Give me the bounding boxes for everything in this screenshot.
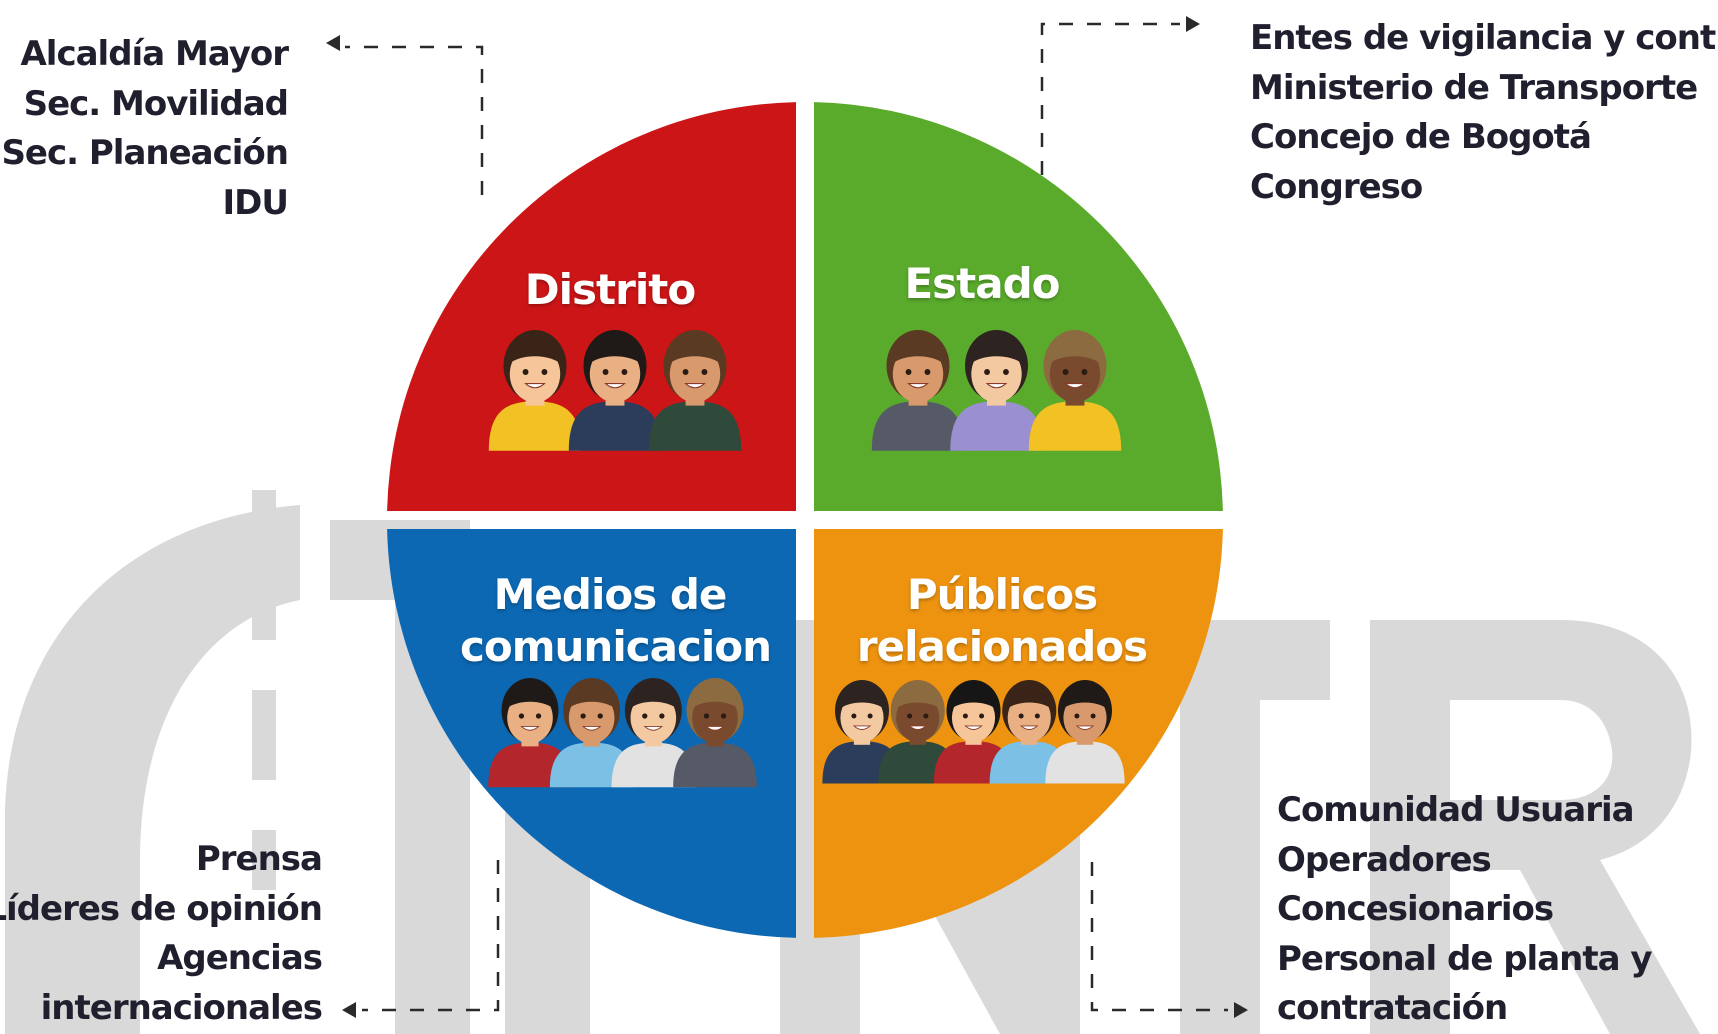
- group-item: contratación: [1277, 988, 1508, 1028]
- quadrant-title-line: comunicacion: [460, 622, 772, 671]
- person-avatar-icon: [549, 678, 634, 788]
- group-item: Entes de vigilancia y control: [1250, 18, 1718, 58]
- group-item: Alcaldía Mayor: [20, 34, 289, 74]
- group-item: Concejo de Bogotá: [1250, 117, 1592, 157]
- quadrant-title-line: Públicos: [906, 570, 1098, 619]
- group-item: Congreso: [1250, 166, 1423, 207]
- person-avatar-icon: [989, 680, 1069, 784]
- group-item: Personal de planta y: [1277, 938, 1653, 979]
- quadrant-title-estado: Estado: [832, 258, 1132, 310]
- quadrant-title-line: Medios de: [493, 570, 728, 619]
- person-avatar-icon: [568, 330, 662, 451]
- watermark-road-stripe: [252, 490, 276, 520]
- quadrant-title-line: Estado: [904, 259, 1060, 308]
- watermark-letter-r: [1370, 620, 1700, 1034]
- arrow-left-icon: [342, 1002, 356, 1018]
- connector-estado: [1040, 22, 1180, 175]
- arrow-left-icon: [326, 35, 340, 51]
- connector-distrito: [345, 45, 484, 195]
- connector-medios: [362, 860, 500, 1012]
- person-avatar-icon: [673, 678, 757, 788]
- watermark-arc-shape: [5, 505, 300, 1034]
- watermark-road-stripe: [252, 570, 276, 640]
- group-item: Ministerio de Transporte: [1250, 67, 1698, 108]
- quadrant-title-line: relacionados: [856, 622, 1148, 671]
- quadrant-title-distrito: Distrito: [460, 264, 760, 316]
- arrow-right-icon: [1234, 1002, 1248, 1018]
- person-avatar-icon: [648, 330, 742, 451]
- group-item: Comunidad Usuaria: [1277, 790, 1635, 830]
- person-avatar-icon: [488, 330, 582, 451]
- person-avatar-icon: [1045, 680, 1125, 784]
- watermark-road-stripe: [252, 830, 276, 890]
- person-avatar-icon: [950, 330, 1043, 451]
- group-item: internacionales: [40, 987, 323, 1028]
- group-item: Sec. Movilidad: [23, 83, 289, 124]
- group-item: Agencias: [157, 938, 323, 978]
- group-item: Líderes de opinión: [0, 888, 323, 929]
- quadrant-title-line: Distrito: [524, 265, 696, 314]
- group-item: Sec. Planeación: [1, 133, 289, 173]
- group-item: IDU: [222, 182, 289, 223]
- group-item: Operadores: [1277, 839, 1492, 880]
- person-avatar-icon: [871, 330, 965, 451]
- person-avatar-icon: [1028, 330, 1122, 451]
- group-list-publicos: Comunidad Usuaria Operadores Concesionar…: [1277, 786, 1653, 1034]
- arrow-right-icon: [1186, 16, 1200, 32]
- quadrant-title-medios: Medios de comunicacion: [460, 569, 772, 673]
- group-list-estado: Entes de vigilancia y control Ministerio…: [1250, 14, 1718, 212]
- connector-publicos: [1090, 862, 1228, 1012]
- watermark-letter-t-2: [1110, 620, 1330, 1034]
- group-item: Prensa: [195, 839, 323, 879]
- group-list-medios: Prensa Líderes de opinión Agencias inter…: [0, 835, 323, 1033]
- group-list-distrito: Alcaldía Mayor Sec. Movilidad Sec. Plane…: [1, 30, 289, 228]
- watermark-road-stripe: [252, 690, 276, 780]
- quadrant-title-publicos: Públicos relacionados: [832, 569, 1172, 673]
- group-item: Concesionarios: [1277, 889, 1554, 929]
